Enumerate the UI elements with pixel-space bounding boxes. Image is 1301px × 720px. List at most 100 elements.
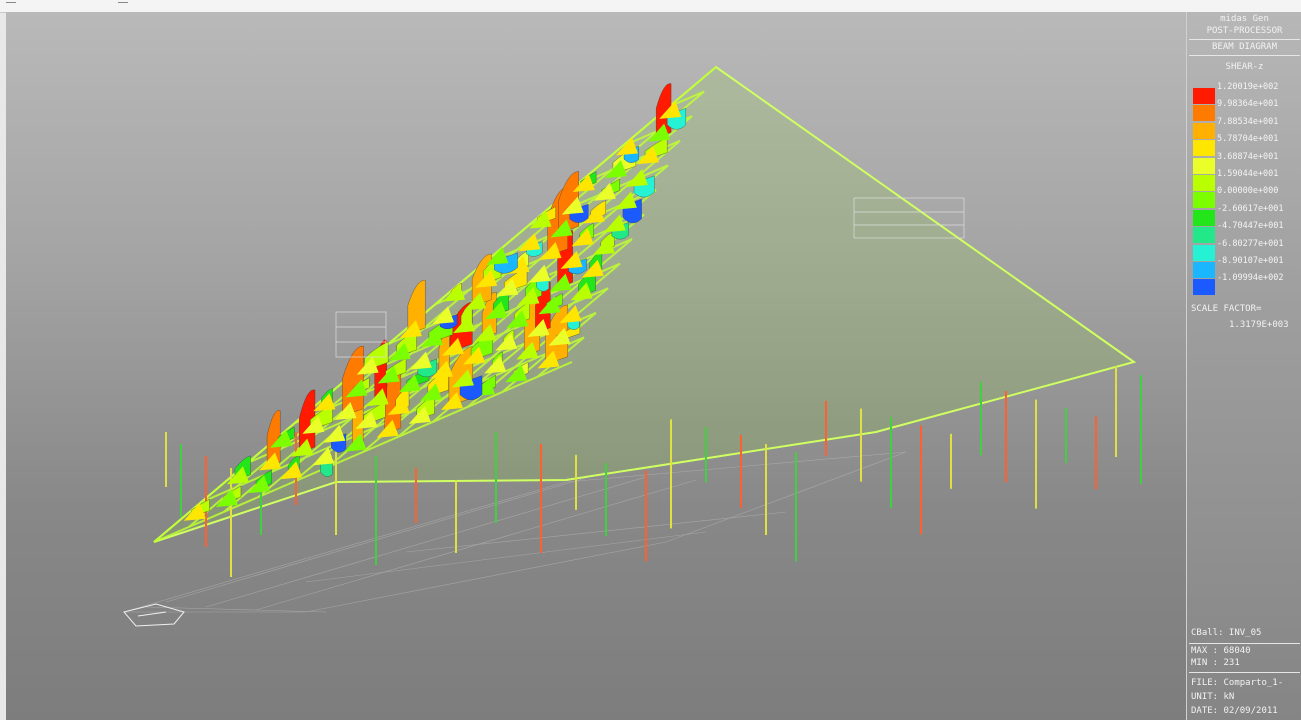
- columns: [165, 366, 1142, 577]
- beam-end-triangle: [452, 369, 474, 388]
- beam-end-triangle: [518, 233, 541, 252]
- beam-end-triangle: [302, 415, 325, 434]
- divider: [1189, 643, 1300, 644]
- beam-end-triangle: [408, 405, 431, 424]
- unit: UNIT: kN: [1191, 692, 1235, 702]
- beam-end-triangle: [291, 438, 314, 457]
- beam-end-triangle: [516, 341, 539, 360]
- legend-value: 5.78704e+001: [1217, 134, 1279, 145]
- model-viewport[interactable]: [6, 12, 1186, 720]
- beam-end-triangle: [603, 214, 626, 233]
- beam-end-triangle: [183, 502, 206, 521]
- beam-end-triangle: [559, 305, 582, 324]
- shear-diagram-patch: [611, 222, 629, 240]
- app-name: midas Gen: [1220, 14, 1269, 24]
- beam-end-triangle: [377, 365, 400, 384]
- date: DATE: 02/09/2011: [1191, 706, 1278, 716]
- beam-end-triangle: [376, 419, 399, 438]
- legend-value: -2.60617e+001: [1217, 203, 1284, 214]
- beam-end-triangle: [464, 292, 487, 311]
- beam-end-triangle: [527, 318, 550, 337]
- beam-end-triangle: [387, 397, 410, 416]
- scale-factor-label: SCALE FACTOR=: [1191, 304, 1262, 314]
- beam-end-triangle: [388, 342, 411, 361]
- beam-end-triangle: [528, 264, 551, 283]
- beam-end-triangle: [420, 328, 443, 347]
- legend-swatch: [1193, 157, 1215, 174]
- beam-diagram-model: [123, 65, 1142, 627]
- shear-diagram-patch: [299, 389, 316, 453]
- legend-swatch: [1193, 244, 1215, 261]
- legend-value: -4.70447e+001: [1217, 221, 1284, 232]
- legend-value: 9.98364e+001: [1217, 99, 1279, 110]
- beam-end-triangle: [312, 447, 335, 466]
- beam-end-triangle: [270, 429, 293, 448]
- shear-diagram-patch: [266, 410, 281, 467]
- beam-end-triangle: [495, 332, 518, 351]
- beam-end-triangle: [344, 433, 367, 452]
- result-component: SHEAR-z: [1225, 62, 1264, 72]
- beam-end-triangle: [345, 379, 368, 398]
- legend-swatch: [1193, 262, 1215, 278]
- beam-end-triangle: [539, 242, 562, 261]
- beam-end-triangle: [474, 323, 497, 342]
- roof-outline: [153, 65, 1137, 543]
- beam-end-triangle: [659, 100, 682, 119]
- beam-end-triangle: [550, 219, 573, 238]
- shear-diagram-patch: [342, 346, 364, 417]
- beam-end-triangle: [626, 168, 648, 187]
- legend-swatch: [1193, 175, 1215, 191]
- divider: [1189, 55, 1300, 56]
- beam-end-triangle: [538, 296, 561, 315]
- legend-value: 0.00000e+000: [1217, 186, 1279, 197]
- beam-end-triangle: [323, 424, 346, 443]
- beam-end-triangle: [571, 228, 594, 247]
- beam-end-triangle: [593, 182, 616, 201]
- beam-end-triangle: [616, 137, 638, 156]
- beam-end-triangle: [463, 346, 486, 365]
- beam-end-triangle: [334, 402, 357, 421]
- beam-end-triangle: [581, 259, 604, 278]
- beam-end-triangle: [248, 475, 270, 494]
- shear-diagram-patch: [407, 280, 426, 335]
- beam-end-triangle: [280, 461, 303, 480]
- beam-end-triangle: [355, 410, 378, 429]
- beam-end-triangle: [398, 374, 421, 393]
- beam-end-triangle: [506, 310, 529, 329]
- beam-end-triangle: [430, 360, 453, 379]
- beam-end-triangle: [570, 282, 593, 301]
- legend-swatch: [1193, 105, 1215, 122]
- legend-swatch: [1193, 279, 1215, 296]
- mesh-boxes: [335, 197, 965, 358]
- max-value: MAX : 68040: [1191, 646, 1251, 656]
- legend-value: -1.09994e+002: [1217, 273, 1284, 284]
- beam-end-triangle: [443, 283, 466, 302]
- legend-value: -6.80277e+001: [1217, 238, 1284, 249]
- beam-end-triangle: [529, 210, 552, 229]
- legend-swatch: [1193, 227, 1215, 244]
- beam-end-triangle: [215, 488, 238, 507]
- beam-end-triangle: [453, 315, 476, 334]
- foundation-outline: [123, 603, 185, 627]
- shear-diagram-patch: [569, 203, 589, 223]
- scale-factor-value: 1.3179E+003: [1229, 320, 1289, 330]
- beam-end-triangle: [537, 350, 560, 369]
- legend-swatch: [1193, 140, 1215, 157]
- beam-end-triangle: [226, 466, 249, 485]
- beam-end-triangle: [486, 247, 509, 266]
- legend-value: 7.88534e+001: [1217, 116, 1279, 127]
- beam-end-triangle: [614, 191, 637, 210]
- divider: [1189, 39, 1300, 40]
- legend-value: 3.68874e+001: [1217, 151, 1279, 162]
- diagram-type: BEAM DIAGRAM: [1211, 42, 1278, 52]
- ground-grid: [123, 451, 907, 613]
- legend-swatch: [1193, 88, 1215, 104]
- module-name: POST-PROCESSOR: [1206, 26, 1283, 36]
- beam-end-triangle: [313, 393, 336, 412]
- beam-end-triangle: [496, 278, 519, 297]
- legend-value: 1.20019e+002: [1217, 82, 1279, 92]
- beam-end-triangle: [432, 306, 454, 325]
- beam-end-triangle: [582, 205, 605, 224]
- legend-swatch: [1193, 122, 1215, 139]
- beam-end-triangle: [485, 301, 508, 320]
